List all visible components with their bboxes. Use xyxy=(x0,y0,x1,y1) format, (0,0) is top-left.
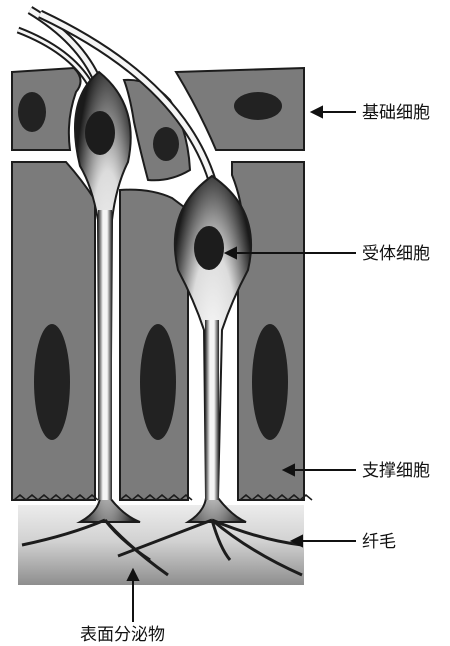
basal-cells-label: 基础细胞 xyxy=(362,103,430,123)
surface-secretion-layer xyxy=(18,505,304,585)
supporting-cell-nucleus xyxy=(140,324,176,440)
receptor-nucleus xyxy=(194,226,224,270)
receptor-cells-label: 受体细胞 xyxy=(362,244,430,264)
supporting-cell-nucleus xyxy=(252,324,288,440)
supporting-cell-nucleus xyxy=(34,324,70,440)
basal-cell-nucleus xyxy=(153,127,179,161)
supporting-cells xyxy=(12,162,312,500)
basal-cell-nucleus xyxy=(18,92,46,132)
surface-secretion-label: 表面分泌物 xyxy=(80,625,165,645)
cilia-label: 纤毛 xyxy=(362,532,396,552)
receptor-nucleus xyxy=(85,111,115,155)
supporting-cells-label: 支撑细胞 xyxy=(362,461,430,481)
basal-cell-nucleus xyxy=(234,92,282,120)
